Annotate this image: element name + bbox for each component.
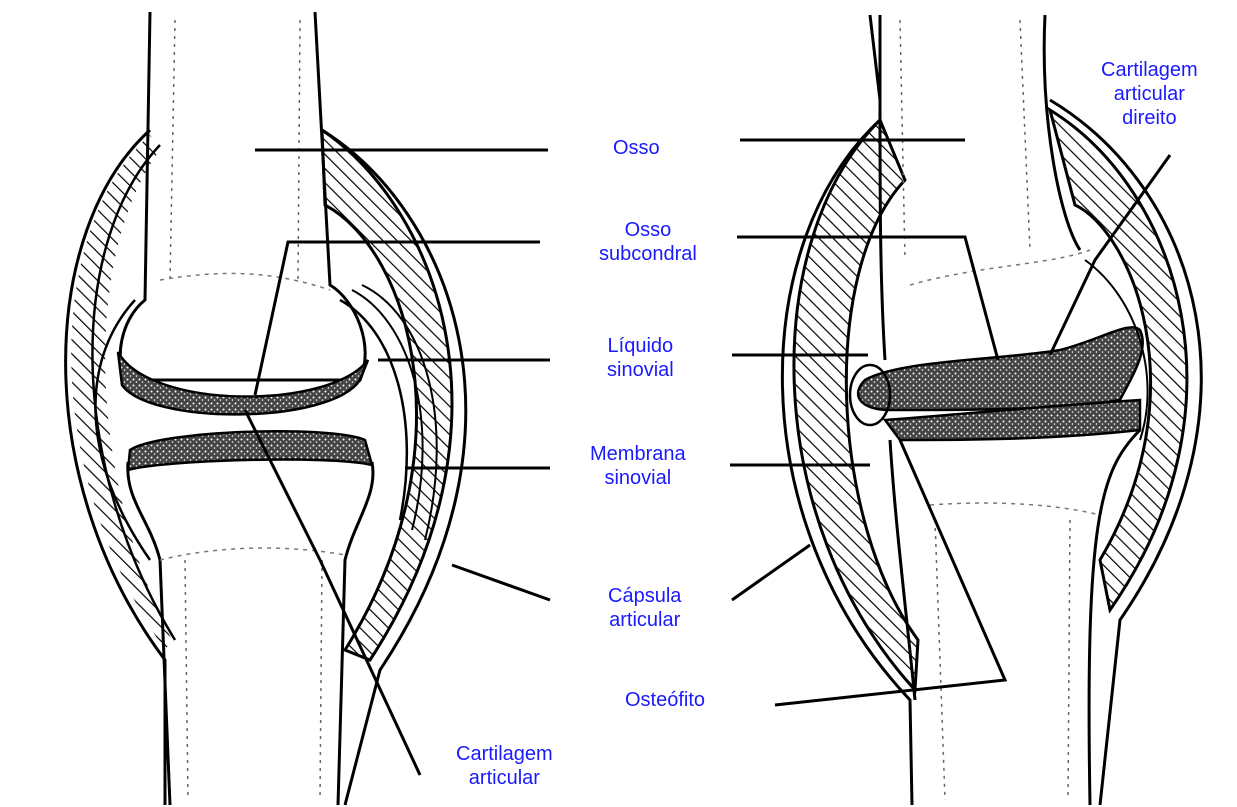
label-liquido-sinovial: Líquido sinovial bbox=[607, 334, 674, 382]
ra-upper-epiphysis bbox=[910, 250, 1090, 285]
leader-capsula-left bbox=[452, 565, 550, 600]
upper-bone-epiphysis-line bbox=[160, 273, 330, 290]
leader-subcondral-right bbox=[737, 237, 998, 360]
label-osso: Osso bbox=[613, 136, 660, 160]
label-capsula-articular: Cápsula articular bbox=[608, 584, 681, 632]
label-cartilagem-articular: Cartilagem articular bbox=[456, 742, 553, 790]
ra-lower-bone bbox=[890, 430, 1140, 805]
ra-damaged-cartilage bbox=[858, 327, 1143, 410]
label-cartilagem-articular-direito: Cartilagem articular direito bbox=[1101, 58, 1198, 130]
lower-bone-marrow bbox=[185, 560, 322, 800]
upper-cartilage bbox=[118, 352, 368, 414]
healthy-joint bbox=[66, 12, 550, 805]
label-membrana-sinovial: Membrana sinovial bbox=[590, 442, 686, 490]
ra-lower-marrow bbox=[935, 520, 1070, 800]
arthritic-joint bbox=[730, 15, 1201, 805]
label-osteofito: Osteófito bbox=[625, 688, 705, 712]
synovial-right bbox=[340, 300, 407, 520]
ra-upper-bone bbox=[870, 15, 1080, 360]
lower-cartilage bbox=[128, 431, 372, 470]
ra-lower-epiphysis bbox=[930, 503, 1100, 515]
leader-capsula-right bbox=[732, 545, 810, 600]
label-osso-subcondral: Osso subcondral bbox=[599, 218, 697, 266]
